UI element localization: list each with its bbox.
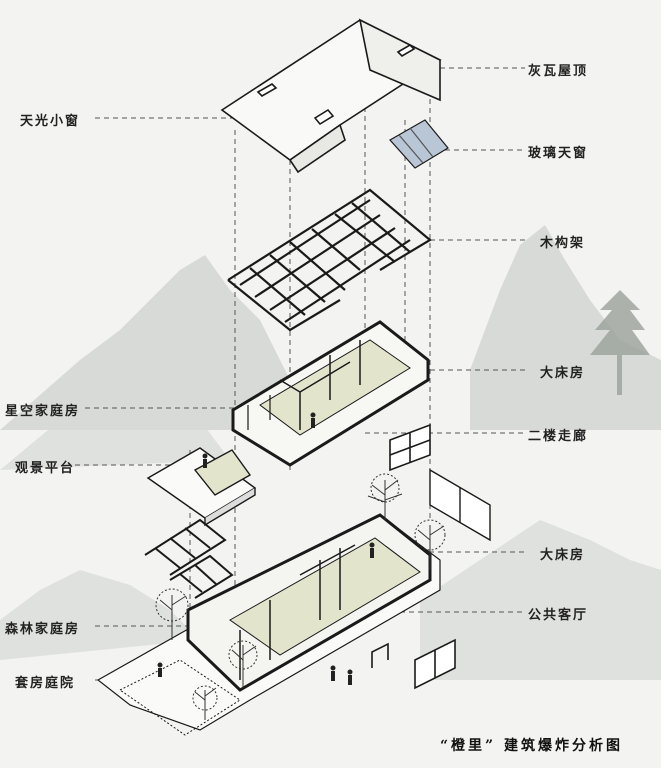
pine-tree-decoration: [590, 290, 650, 395]
label-starry-family-room: 星空家庭房: [5, 404, 81, 419]
ground-floor: [96, 513, 441, 736]
glass-skylight: [389, 119, 449, 169]
label-big-bed-lower: 大床房: [540, 548, 586, 563]
view-platform: [144, 447, 257, 599]
label-public-living-room: 公共客厅: [528, 608, 589, 623]
ink-mountains: [0, 225, 661, 680]
tree-icon: [155, 473, 446, 720]
courtyard-gate: [371, 638, 456, 690]
label-second-floor-corridor: 二楼走廊: [528, 429, 589, 444]
upper-floor: [231, 320, 430, 467]
label-wood-frame: 木构架: [540, 236, 586, 251]
label-big-bed-upper: 大床房: [540, 366, 586, 381]
label-glass-skylight: 玻璃天窗: [528, 146, 589, 161]
corridor-window: [389, 423, 431, 472]
label-skylight-window: 天光小窗: [20, 114, 81, 129]
label-grey-tile-roof: 灰瓦屋顶: [528, 64, 589, 79]
diagram-caption: “橙里” 建筑爆炸分析图: [440, 738, 623, 754]
wood-frame: [227, 188, 432, 332]
person-icon: [157, 412, 375, 685]
side-panel: [429, 468, 491, 542]
grey-tile-roof: [220, 18, 442, 174]
label-suite-courtyard: 套房庭院: [15, 676, 76, 691]
label-view-platform: 观景平台: [15, 461, 76, 476]
label-forest-family-room: 森林家庭房: [5, 622, 81, 637]
